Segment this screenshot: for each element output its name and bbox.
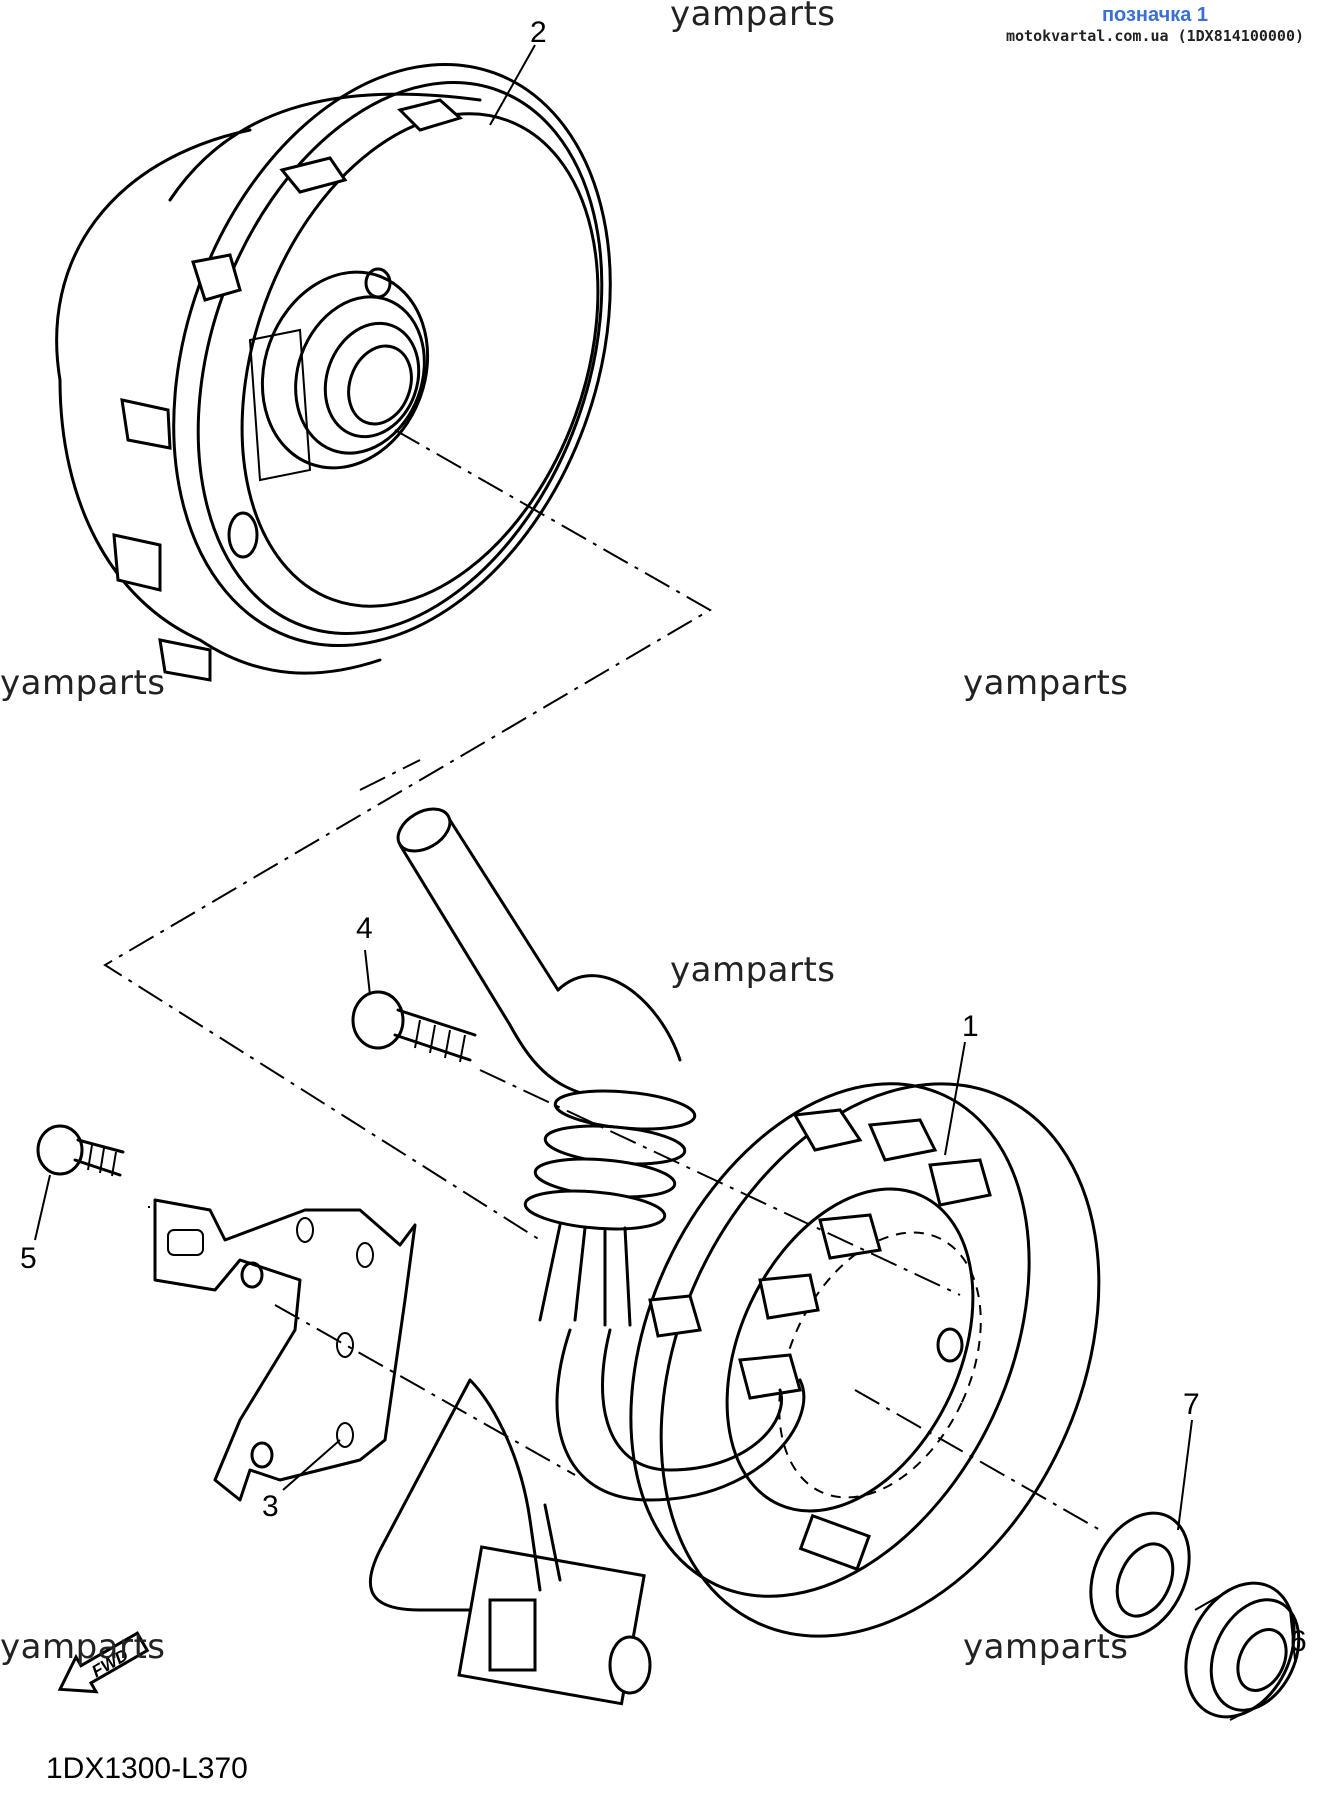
rotor-magnet: [279, 156, 348, 194]
source-badge: позначка 1 motokvartal.com.ua (1DX814100…: [1006, 4, 1304, 46]
callout-5: 5: [20, 1242, 37, 1275]
watermark: yamparts: [963, 663, 1129, 703]
stator-pole: [867, 1118, 938, 1162]
callout-6: 6: [1290, 1625, 1307, 1658]
rotor-magnet: [191, 253, 242, 302]
rotor-flywheel: [55, 63, 612, 682]
stator-pole: [818, 1213, 882, 1260]
screw-part-4: [351, 990, 477, 1063]
watermark: yamparts: [0, 663, 166, 703]
stator-pole: [758, 1273, 820, 1320]
callout-4: 4: [356, 912, 373, 945]
stator-assembly: [369, 1082, 1101, 1706]
callout-7: 7: [1183, 1388, 1200, 1421]
rotor-magnet: [158, 638, 212, 682]
watermark: yamparts: [963, 1627, 1129, 1667]
callout-3: 3: [262, 1490, 279, 1523]
stator-pole: [648, 1294, 702, 1338]
stator-pole: [738, 1353, 802, 1400]
bracket: [153, 1198, 417, 1502]
badge-tag[interactable]: позначка 1: [1101, 4, 1209, 26]
wire-lead: [396, 807, 697, 1327]
assembly-centerlines: [103, 429, 1101, 1531]
watermark: yamparts: [0, 1627, 166, 1667]
stator-pole: [928, 1158, 992, 1207]
badge-source: motokvartal.com.ua (1DX814100000): [1005, 27, 1304, 45]
rotor-magnet: [397, 98, 463, 132]
screw-part-5: [36, 1124, 125, 1177]
watermark: yamparts: [670, 950, 836, 990]
diagram-code: 1DX1300-L370: [46, 1752, 248, 1785]
watermark: yamparts: [670, 0, 836, 34]
washer-part-7: [1089, 1511, 1191, 1639]
rotor-magnet: [112, 533, 162, 592]
nut-part-6: [1184, 1581, 1301, 1721]
callout-2: 2: [530, 16, 547, 49]
callout-1: 1: [962, 1010, 979, 1043]
stator-pole: [792, 1108, 863, 1152]
leader-lines: [34, 44, 1296, 1661]
rotor-magnet: [120, 398, 172, 450]
